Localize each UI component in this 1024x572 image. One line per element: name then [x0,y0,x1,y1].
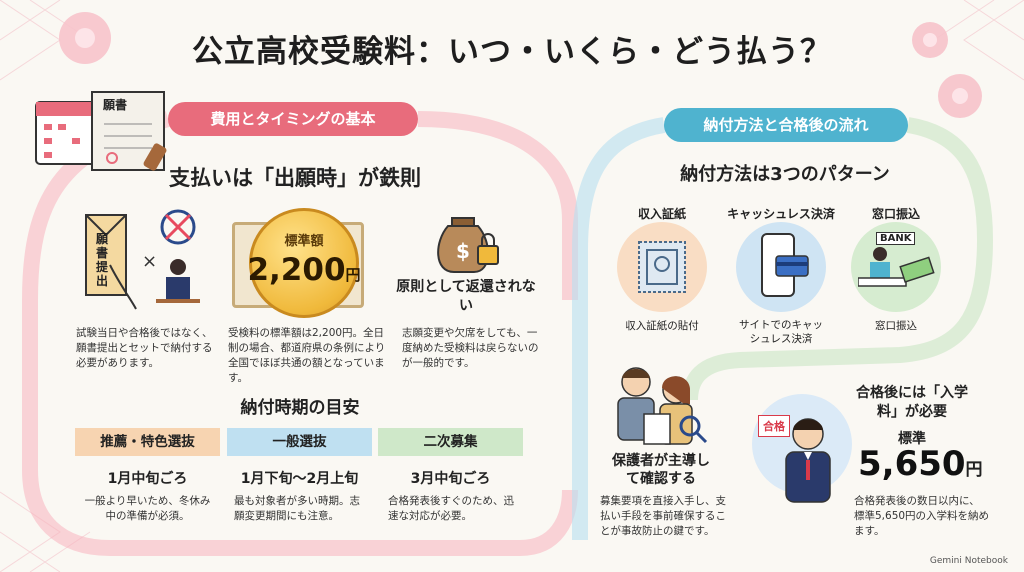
timing-heading: 納付時期の目安 [240,398,360,418]
application-submit-illustration: × [85,209,200,310]
method-caption-cashless: サイトでのキャッシュレス決済 [739,319,823,345]
guardian-heading: 保護者が主導して確認する [612,453,710,487]
calendar-application-illustration [35,91,167,171]
envelope-label: 願書提出 [96,232,109,288]
svg-text:$: $ [456,239,470,263]
coin-amount-row: 2,200円 [236,252,372,288]
admission-heading: 合格後には「入学料」が必要 [856,385,968,420]
footer-brand: Gemini Notebook [929,556,1008,566]
timing-note-recommend: 一般より早いため、冬休み中の準備が必須。 [84,495,211,522]
bank-teller-icon [858,247,935,287]
admission-amount: 5,650 [858,444,966,484]
method-title-stamp: 収入証紙 [637,207,686,221]
timing-note-general: 最も対象者が多い時期。志願変更期間にも注意。 [234,495,360,522]
coin-unit: 円 [345,266,361,284]
admission-label: 標準 [898,431,926,447]
method-caption-bank: 窓口振込 [875,320,917,332]
timing-period-general: 1月下旬〜2月上旬 [240,471,359,487]
passed-student-illustration [785,418,831,503]
timing-band-general: 一般選抜 [227,428,372,456]
col3-heading: 原則として返還されない [396,279,536,314]
col1-text: 試験当日や合格後ではなく、願書提出とセットで納付する必要があります。 [76,327,213,369]
timing-band-second: 二次募集 [378,428,523,456]
left-heading: 支払いは「出願時」が鉄則 [169,166,421,190]
section-pill-basics: 費用とタイミングの基本 [168,102,418,136]
guardian-text: 募集要項を直接入手し、支払い手段を事前確保することが事故防止の鍵です。 [600,495,726,537]
pass-sign: 合格 [758,415,790,437]
coin-icon [249,208,359,318]
smartphone-card-icon [761,233,809,297]
admission-unit: 円 [965,460,983,480]
page-title: 公立高校受験料：いつ・いくら・どう払う？ [192,34,832,70]
timing-period-second: 3月中旬ごろ [410,471,491,487]
col3-text: 志願変更や欠席をしても、一度納めた受検料は戻らないのが一般的です。 [402,327,539,369]
timing-note-second: 合格発表後すぐのため、迅速な対応が必要。 [388,495,514,522]
svg-text:×: × [142,251,157,272]
method-caption-stamp: 収入証紙の貼付 [625,320,699,332]
money-bag-lock-icon: $ [437,217,499,273]
timing-period-recommend: 1月中旬ごろ [107,471,188,487]
right-heading: 納付方法は3つのパターン [680,164,890,185]
admission-amount-row: 5,650円 [858,444,983,484]
timing-band-recommend: 推薦・特色選抜 [75,428,220,456]
coin-amount: 2,200 [247,252,346,288]
revenue-stamp-icon [638,241,686,293]
method-title-bank: 窓口振込 [871,207,920,221]
col2-text: 受検料の標準額は2,200円。全日制の場合、都道府県の条例により全国でほぼ共通の… [228,327,386,384]
bank-sign: BANK [876,232,916,245]
admission-text: 合格発表後の数日以内に、標準5,650円の入学料を納めます。 [854,495,990,537]
application-doc-label: 願書 [103,98,128,112]
section-pill-payment: 納付方法と合格後の流れ [664,108,908,142]
coin-label: 標準額 [284,234,324,249]
guardians-illustration [617,367,708,445]
method-title-cashless: キャッシュレス決済 [727,207,835,221]
